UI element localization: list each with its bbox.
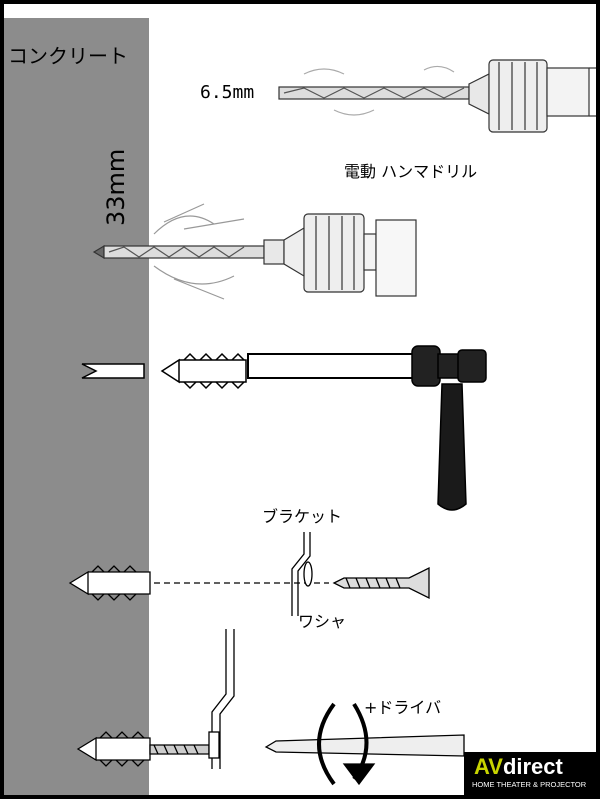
plastic-anchor-5 <box>76 736 151 762</box>
hammer-drill-label: 電動 ハンマドリル <box>344 162 478 181</box>
drill-chuck-1 <box>488 59 548 133</box>
setting-rod <box>247 353 414 379</box>
hammer-step <box>81 345 487 511</box>
logo-suffix: direct <box>502 754 563 779</box>
concrete-label: コンクリート <box>8 44 128 68</box>
washer <box>303 561 313 587</box>
hammer-head <box>411 345 441 387</box>
logo-tagline: HOME THEATER & PROJECTOR <box>472 780 587 789</box>
screwdriver-label: +ドライバ <box>364 698 442 717</box>
screwdriver-step <box>76 629 465 786</box>
drill-step-1 <box>278 59 596 133</box>
concrete-wall <box>4 18 149 795</box>
logo-wordmark: AVdirect <box>474 754 563 780</box>
drill-chuck-taper-2 <box>283 226 305 278</box>
plastic-anchor-4 <box>68 570 151 596</box>
installation-illustration <box>68 59 596 786</box>
washer-label: ワシャ <box>298 612 347 631</box>
bracket-step <box>68 532 430 616</box>
hammer-handle <box>437 383 467 511</box>
drill-chuck-taper-1 <box>468 73 490 115</box>
bit-diameter-label: 6.5mm <box>200 82 255 103</box>
plastic-anchor-3 <box>160 358 247 384</box>
drill-bit-2 <box>103 245 265 259</box>
drilled-hole <box>81 363 145 379</box>
drill-step-2 <box>92 203 417 300</box>
bracket-label: ブラケット <box>262 507 343 526</box>
top-margin <box>4 4 596 18</box>
wood-screw <box>332 566 430 600</box>
bracket <box>291 532 311 616</box>
logo-prefix: AV <box>474 754 503 779</box>
hole-depth-label: 33mm <box>102 148 130 226</box>
drill-body-2 <box>375 219 417 297</box>
drill-body-1 <box>546 67 590 117</box>
screw-in-wall <box>149 744 210 755</box>
drill-chuck-2 <box>303 213 365 293</box>
drill-bit-tip-2 <box>92 244 105 260</box>
dust-spray <box>153 203 245 300</box>
brand-logo: AVdirect HOME THEATER & PROJECTOR <box>464 752 596 795</box>
